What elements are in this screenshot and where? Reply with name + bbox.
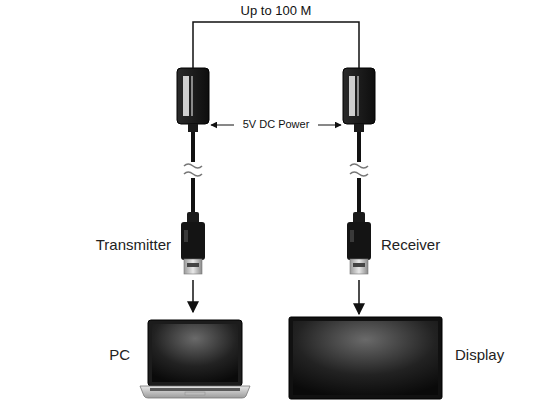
power-leader: [211, 125, 234, 126]
node-label: Transmitter: [96, 236, 171, 254]
receiver-unit: [343, 68, 375, 274]
cable-run: [193, 22, 359, 68]
distance-label: Up to 100 M: [238, 3, 315, 19]
hdmi-arrow: [358, 280, 360, 314]
node-label: Receiver: [381, 236, 440, 254]
pc-laptop: PC: [146, 312, 244, 400]
transmitter-unit: [177, 68, 209, 274]
receiver-plug: Receiver: [342, 68, 376, 280]
node-label: Display: [455, 346, 504, 364]
display-monitor: Display: [288, 314, 444, 400]
laptop-illustration: [140, 320, 250, 398]
power-label: 5V DC Power: [242, 118, 311, 131]
power-leader: [318, 125, 341, 126]
monitor-illustration: [289, 317, 442, 399]
hdmi-arrow: [192, 280, 194, 312]
transmitter-plug: Transmitter: [176, 68, 210, 280]
node-label: PC: [109, 346, 130, 364]
